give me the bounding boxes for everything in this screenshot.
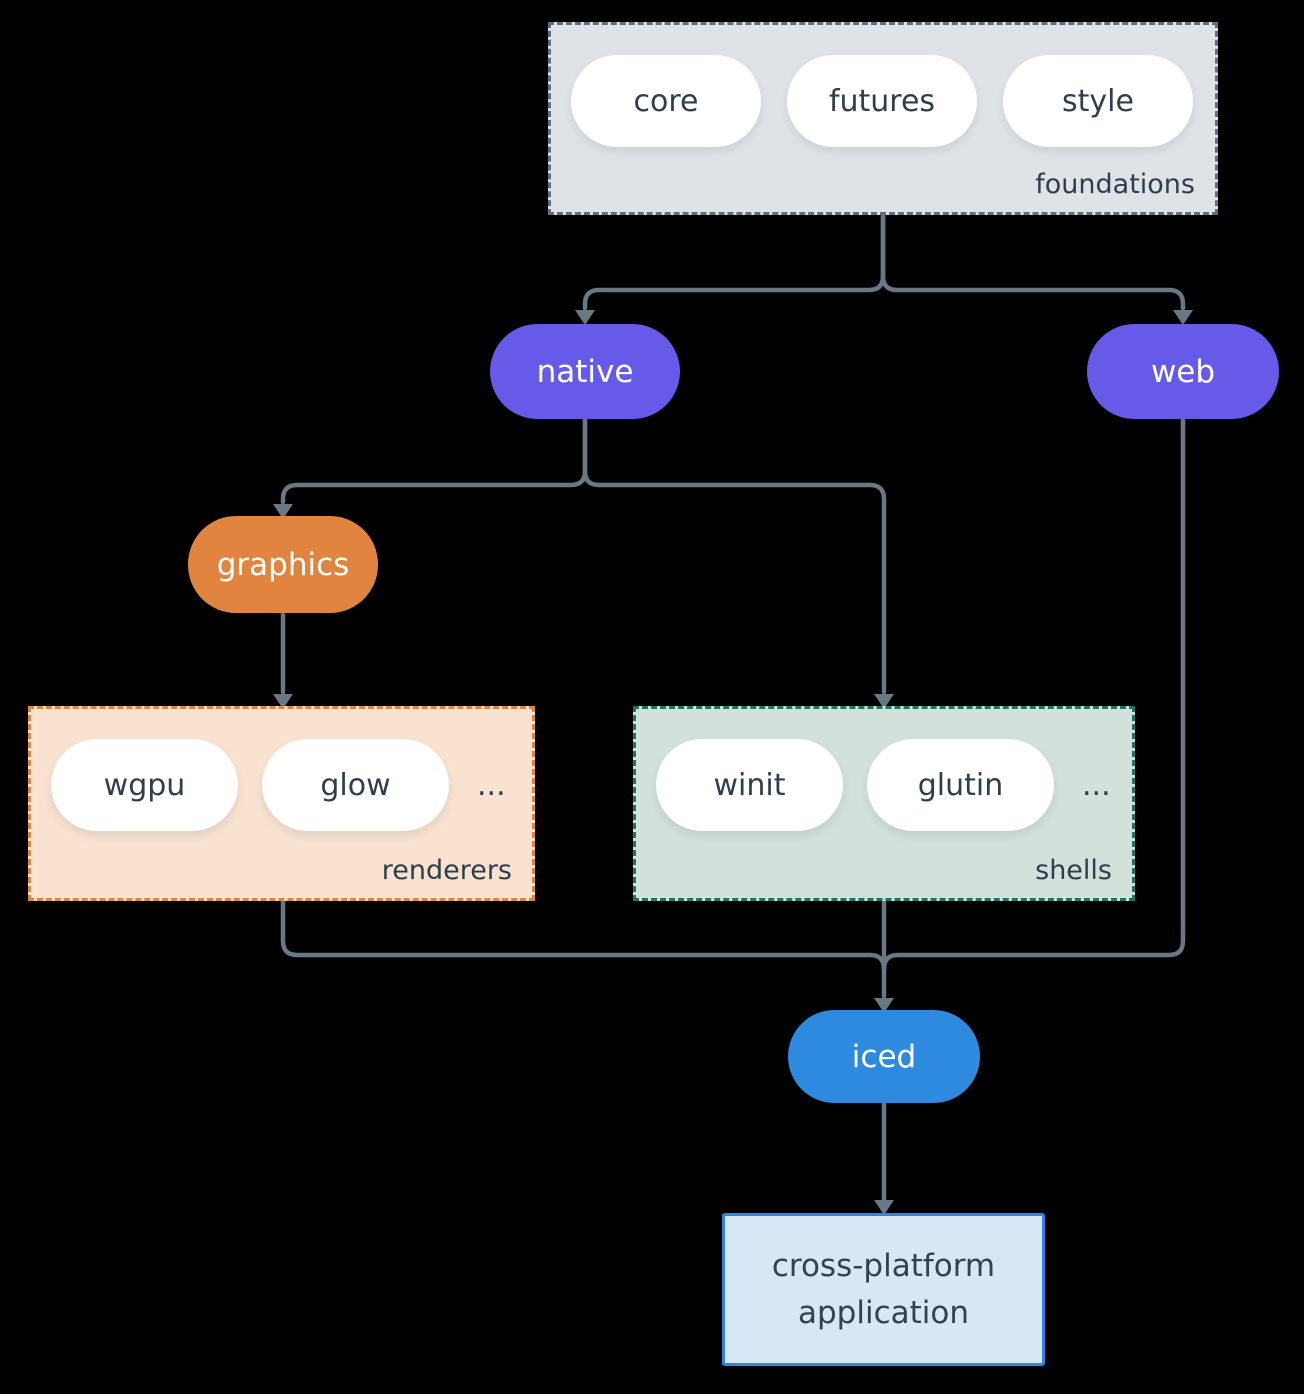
- crate-futures: futures: [787, 55, 977, 147]
- crate-style: style: [1003, 55, 1193, 147]
- shells-label: shells: [1035, 855, 1112, 886]
- node-graphics: graphics: [188, 516, 378, 613]
- foundations-label: foundations: [1035, 169, 1195, 200]
- renderers-label: renderers: [381, 855, 512, 886]
- crate-core: core: [571, 55, 761, 147]
- arrowhead-web: [1173, 310, 1193, 325]
- renderers-group: wgpu glow ... renderers: [28, 706, 535, 901]
- renderers-pill-row: wgpu glow ...: [51, 739, 518, 831]
- crate-wgpu: wgpu: [51, 739, 238, 831]
- crate-glutin: glutin: [867, 739, 1054, 831]
- connector-native-to-shells: [582, 417, 887, 695]
- arrowhead-native: [575, 310, 595, 325]
- connector-renderers-to-iced: [280, 898, 887, 972]
- node-native: native: [490, 324, 680, 419]
- foundations-pill-row: core futures style: [571, 55, 1201, 147]
- shells-ellipsis: ...: [1082, 767, 1111, 803]
- connector-foundations-to-native: [582, 213, 886, 311]
- crate-glow: glow: [262, 739, 449, 831]
- renderers-ellipsis: ...: [477, 767, 506, 803]
- foundations-group: core futures style foundations: [548, 22, 1218, 215]
- shells-pill-row: winit glutin ...: [656, 739, 1118, 831]
- node-web: web: [1087, 324, 1279, 419]
- shells-group: winit glutin ... shells: [633, 706, 1135, 901]
- crate-winit: winit: [656, 739, 843, 831]
- connector-native-to-graphics: [280, 417, 588, 505]
- cross-platform-application-box: cross-platform application: [722, 1213, 1045, 1366]
- connector-foundations-to-web: [880, 213, 1186, 311]
- node-iced: iced: [788, 1010, 980, 1103]
